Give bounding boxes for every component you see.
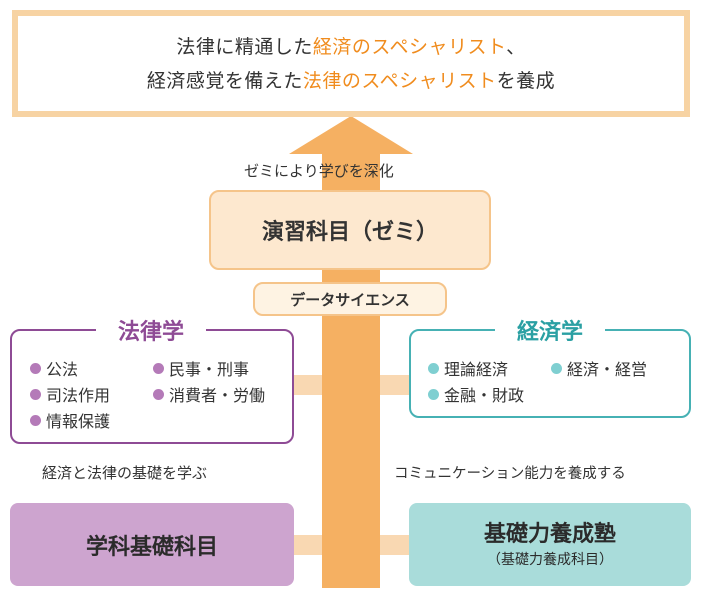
goal-line-1-pre: 法律に精通した — [176, 35, 313, 58]
goal-line-1-highlight: 経済のスペシャリスト — [312, 35, 507, 58]
basics-caption: 経済と法律の基礎を学ぶ — [42, 464, 208, 482]
bullet-dot-icon — [153, 388, 164, 400]
juku-subtitle: （基礎力養成科目） — [487, 551, 613, 568]
goal-box: 法律に精通した経済のスペシャリスト、 経済感覚を備えた法律のスペシャリストを養成 — [12, 10, 690, 117]
data-science-box: データサイエンス — [253, 282, 447, 316]
goal-line-2-highlight: 法律のスペシャリスト — [302, 69, 497, 92]
arrow-head — [289, 116, 413, 154]
law-item-judicial: 司法作用 — [30, 382, 110, 406]
econ-item-economy-management: 経済・経営 — [551, 356, 647, 380]
goal-line-2-post: を養成 — [496, 69, 556, 92]
econ-item-finance: 金融・財政 — [428, 382, 524, 406]
law-item-info-protection: 情報保護 — [30, 408, 110, 432]
law-item-civil-criminal: 民事・刑事 — [153, 356, 249, 380]
basic-subjects-box: 学科基礎科目 — [10, 503, 294, 586]
law-item-public: 公法 — [30, 356, 78, 380]
juku-caption: コミュニケーション能力を養成する — [394, 466, 626, 482]
law-box — [10, 329, 294, 444]
bullet-dot-icon — [551, 362, 562, 374]
data-science-label: データサイエンス — [290, 290, 410, 309]
juku-box: 基礎力養成塾 （基礎力養成科目） — [409, 503, 691, 586]
seminar-caption: ゼミにより学びを深化 — [244, 162, 394, 180]
bullet-dot-icon — [30, 414, 41, 426]
goal-line-1-post: 、 — [506, 35, 526, 58]
law-item-consumer-labor: 消費者・労働 — [153, 382, 265, 406]
law-title: 法律学 — [96, 314, 206, 346]
bullet-dot-icon — [30, 388, 41, 400]
goal-line-2-pre: 経済感覚を備えた — [146, 69, 303, 92]
goal-line-2: 経済感覚を備えた法律のスペシャリストを養成 — [147, 64, 555, 98]
seminar-box: 演習科目（ゼミ） — [209, 190, 491, 270]
basic-subjects-title: 学科基礎科目 — [85, 534, 218, 560]
bullet-dot-icon — [428, 362, 439, 374]
bullet-dot-icon — [428, 388, 439, 400]
economics-title: 経済学 — [495, 314, 605, 346]
bullet-dot-icon — [153, 362, 164, 374]
bullet-dot-icon — [30, 362, 41, 374]
goal-line-1: 法律に精通した経済のスペシャリスト、 — [176, 30, 525, 64]
seminar-title: 演習科目（ゼミ） — [261, 220, 438, 245]
juku-title: 基礎力養成塾 — [483, 521, 616, 547]
econ-item-theory: 理論経済 — [428, 356, 508, 380]
